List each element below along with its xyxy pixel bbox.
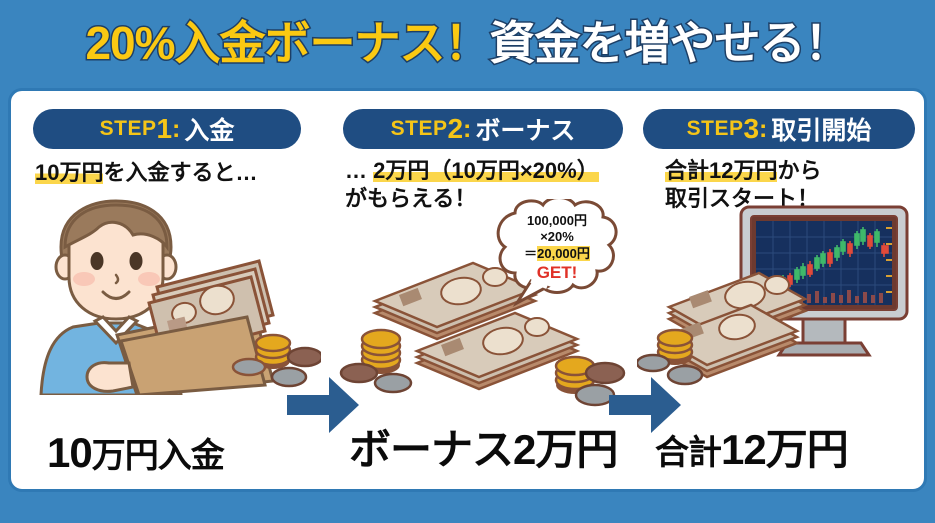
step-1-title: 入金 — [184, 117, 235, 145]
step-3-caption-rest: から — [777, 158, 822, 183]
step-3-colon: : — [759, 114, 768, 143]
step-2-number: 2 — [447, 113, 464, 144]
step-1-label-layer: 10万円入金 — [11, 395, 333, 489]
step-1-number: 1 — [156, 113, 173, 144]
step-3-word: STEP — [686, 117, 744, 140]
illustration-person-with-envelope — [21, 195, 324, 397]
step-1-word: STEP — [99, 117, 157, 140]
step-3-title: 取引開始 — [771, 117, 872, 145]
step-1-caption-highlight: 10万円 — [35, 160, 104, 185]
step-2-word: STEP — [390, 117, 448, 140]
bubble-line-1: 100,000円 — [527, 213, 587, 228]
bubble-line-2: ×20% — [540, 229, 574, 245]
step-2-big-label: ボーナス2万円 — [349, 426, 618, 473]
step-2-title: ボーナス — [475, 117, 576, 145]
page-title-yellow: 20%入金ボーナス！ — [84, 17, 492, 69]
step-3-caption-highlight: 合計12万円 — [665, 158, 778, 183]
page-title-white: 資金を増やせる！ — [488, 17, 852, 69]
bubble-line-3-prefix: ＝ — [524, 245, 538, 261]
step-1-big-label: 10万円入金 — [47, 428, 225, 477]
step-3-big-rest: 12万円 — [721, 426, 849, 473]
step-2-colon: : — [463, 114, 472, 143]
header-banner: 20%入金ボーナス！資金を増やせる！ — [0, 0, 935, 86]
step-1-big-rest: 万円入金 — [91, 437, 225, 475]
step-2-caption-lead: … — [345, 158, 374, 183]
step-1-big-number: 10 — [47, 429, 93, 476]
speech-bubble: 100,000円 ×20% ＝20,000円 GET! — [491, 199, 623, 307]
arrow-step2-to-step3 — [609, 373, 681, 442]
step-2-caption: … 2万円（10万円×20%） がもらえる！ — [345, 157, 599, 213]
speech-bubble-text: 100,000円 ×20% ＝20,000円 GET! — [491, 213, 623, 283]
page-title: 20%入金ボーナス！資金を増やせる！ — [84, 17, 852, 69]
step-1-caption: 10万円を入金すると… — [35, 159, 258, 187]
step-2-caption-line2: がもらえる！ — [345, 186, 477, 212]
step-1-colon: : — [172, 114, 181, 143]
step-2-label-layer: ボーナス2万円 — [333, 395, 633, 489]
bubble-line-3-highlight: 20,000円 — [537, 245, 590, 261]
step-3-label-layer: 合計12万円 — [633, 395, 924, 489]
step-3-caption: 合計12万円から 取引スタート！ — [665, 157, 822, 213]
bubble-get-label: GET! — [536, 262, 578, 282]
step-3-big-prefix: 合計 — [655, 434, 722, 472]
illustration-monitor-and-money — [635, 199, 924, 399]
illustration-money-stacks — [339, 261, 629, 411]
arrow-step1-to-step2 — [287, 373, 359, 442]
step-2-caption-highlight: 2万円（10万円×20%） — [373, 158, 599, 183]
footer-strip — [0, 492, 935, 523]
step-1-caption-rest: を入金すると… — [103, 160, 258, 185]
step-3-big-label: 合計12万円 — [655, 416, 849, 477]
step-3-number: 3 — [743, 113, 760, 144]
bubble-line-3: ＝20,000円 — [491, 245, 623, 262]
